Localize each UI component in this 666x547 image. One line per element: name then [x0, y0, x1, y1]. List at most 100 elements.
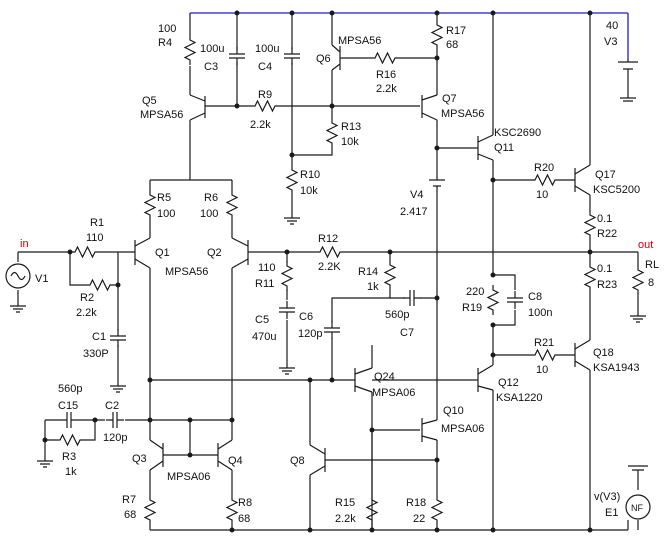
label-q2-name: Q2	[207, 247, 222, 259]
label-r8-name: R8	[238, 497, 252, 509]
label-r8-value: 68	[238, 513, 250, 525]
label-r22-name: R22	[597, 228, 617, 240]
label-v4-name: V4	[410, 189, 423, 201]
label-r14-value: 1k	[367, 281, 379, 293]
resistor-r20	[529, 174, 561, 186]
label-c5-name: C5	[255, 314, 269, 326]
label-c4-value: 100u	[255, 43, 279, 55]
label-q1q2-model: MPSA56	[165, 266, 208, 278]
label-q5-model: MPSA56	[140, 109, 183, 121]
net-label-out: out	[638, 239, 653, 251]
resistor-r19	[487, 284, 499, 316]
label-q11-model: KSC2690	[494, 127, 541, 139]
resistor-r11	[281, 260, 293, 292]
ground-r10	[283, 211, 301, 225]
label-c3-value: 100u	[200, 43, 224, 55]
label-r15-value: 2.2k	[335, 513, 356, 525]
battery-v4	[429, 178, 445, 200]
label-q11-name: Q11	[494, 142, 514, 154]
label-v3-name: V3	[604, 36, 617, 48]
label-q6-model: MPSA56	[338, 35, 381, 47]
label-r11-name: R11	[255, 278, 274, 290]
label-r18-value: 22	[413, 513, 425, 525]
label-c7-name: C7	[400, 327, 414, 339]
label-c7-value: 560p	[385, 309, 409, 321]
label-q3q4-model: MPSA06	[167, 471, 210, 483]
junctions	[42, 10, 593, 533]
resistor-r8	[226, 494, 238, 526]
label-r21-name: R21	[534, 337, 554, 349]
ground-r3	[36, 454, 54, 468]
label-v4-value: 2.417	[400, 206, 428, 218]
label-rl-name: RL	[645, 259, 659, 271]
label-r6-value: 100	[200, 208, 218, 220]
label-q24-name: Q24	[374, 371, 395, 383]
label-r6-name: R6	[204, 192, 218, 204]
label-c15-name: C15	[58, 400, 78, 412]
label-q3-name: Q3	[132, 453, 147, 465]
label-r14-name: R14	[358, 266, 378, 278]
label-r3-value: 1k	[65, 466, 77, 478]
resistor-r9	[249, 100, 281, 112]
resistor-r17	[431, 19, 443, 51]
label-r16-value: 2.2k	[376, 83, 397, 95]
label-q17-model: KSC5200	[593, 184, 640, 196]
label-q12-name: Q12	[498, 377, 519, 389]
label-r19-value: 220	[466, 286, 484, 298]
label-r12-value: 2.2K	[318, 261, 341, 273]
label-q10-model: MPSA06	[441, 423, 484, 435]
label-r2-value: 2.2k	[76, 307, 97, 319]
label-q18-model: KSA1943	[593, 362, 639, 374]
resistor-r21	[529, 349, 561, 361]
resistor-r12	[314, 246, 346, 258]
label-q12-model: KSA1220	[496, 392, 542, 404]
battery-v3	[618, 58, 638, 102]
capacitor-c7	[402, 289, 422, 307]
label-c15-value: 560p	[58, 383, 82, 395]
resistor-r23	[584, 261, 596, 293]
capacitor-c6	[323, 320, 341, 340]
label-q17-name: Q17	[595, 169, 616, 181]
label-r11-value: 110	[258, 262, 276, 274]
resistor-r10	[286, 164, 298, 196]
source-e1	[625, 465, 651, 520]
label-c2-name: C2	[105, 400, 119, 412]
capacitor-c4	[283, 46, 301, 66]
resistor-r4	[184, 34, 196, 66]
label-q7-model: MPSA56	[441, 108, 484, 120]
label-r7-name: R7	[122, 494, 136, 506]
ground-c1	[109, 379, 127, 393]
label-q6-name: Q6	[316, 53, 331, 65]
label-r9-value: 2.2k	[250, 119, 271, 131]
capacitor-c1	[109, 328, 127, 348]
label-v1-name: V1	[35, 273, 48, 285]
label-r1-name: R1	[90, 217, 104, 229]
label-r18-name: R18	[406, 497, 426, 509]
resistor-rl	[632, 264, 644, 296]
ground-c5	[278, 361, 296, 375]
resistor-r5	[144, 189, 156, 221]
label-q18-name: Q18	[593, 347, 614, 359]
label-c1-value: 330P	[83, 348, 109, 360]
capacitor-c8	[506, 290, 524, 310]
capacitor-c15	[59, 411, 79, 429]
label-c3-name: C3	[204, 61, 218, 73]
ground-v1	[9, 299, 27, 313]
label-r10-name: R10	[300, 169, 320, 181]
label-r20-value: 10	[536, 189, 548, 201]
label-q8-name: Q8	[290, 455, 305, 467]
label-r2-name: R2	[80, 292, 94, 304]
label-c5-value: 470u	[252, 331, 276, 343]
capacitor-c3	[228, 46, 246, 66]
resistor-r2	[84, 279, 116, 291]
resistor-r13	[326, 117, 338, 149]
label-q10-name: Q10	[443, 405, 464, 417]
label-c4-name: C4	[258, 61, 272, 73]
resistor-r1	[69, 246, 101, 258]
label-r15-name: R15	[335, 497, 355, 509]
resistor-r15	[366, 494, 378, 526]
label-q4-name: Q4	[228, 455, 243, 467]
label-r20-name: R20	[534, 162, 554, 174]
label-r21-value: 10	[536, 364, 548, 376]
